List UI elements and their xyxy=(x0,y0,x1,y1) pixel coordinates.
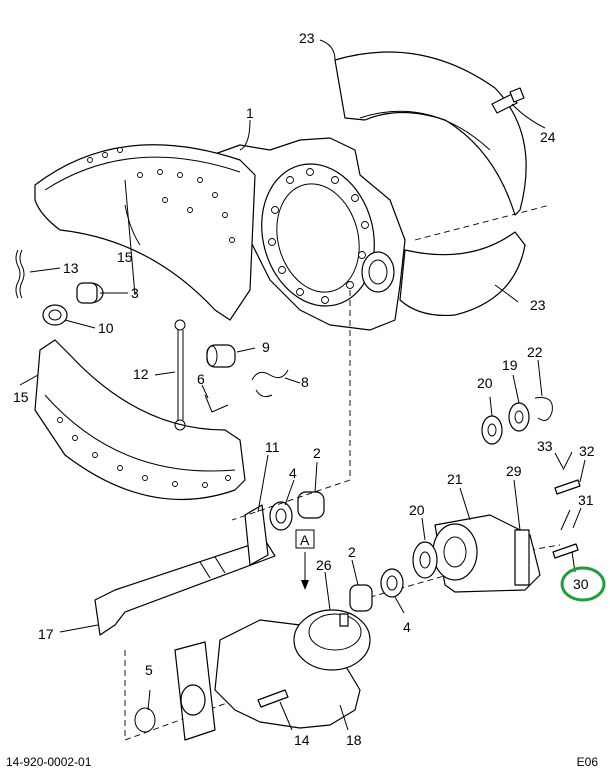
leader-lines xyxy=(19,39,586,731)
callout-4-lower: 4 xyxy=(403,619,411,635)
clevis-pins xyxy=(552,451,581,559)
washer-19 xyxy=(508,402,530,432)
chamber-bracket xyxy=(174,619,361,741)
callout-31: 31 xyxy=(578,492,594,508)
dust-shield xyxy=(334,51,527,317)
return-spring-12 xyxy=(174,319,186,431)
callout-19: 19 xyxy=(502,357,518,373)
lower-shoe-rivet-holes xyxy=(57,417,231,488)
callout-29: 29 xyxy=(506,463,522,479)
callout-30[interactable]: 30 xyxy=(573,576,589,592)
pin-6 xyxy=(204,394,229,413)
callout-24: 24 xyxy=(540,129,556,145)
bushing-2-upper xyxy=(297,491,325,519)
callout-13: 13 xyxy=(63,260,79,276)
callout-23-upper: 23 xyxy=(299,30,315,46)
callout-23-lower: 23 xyxy=(530,297,546,313)
sheet-code: E06 xyxy=(576,755,598,769)
callout-21: 21 xyxy=(447,471,463,487)
view-a-marker: A xyxy=(295,529,315,590)
clip-8 xyxy=(251,369,289,398)
upper-brake-shoe xyxy=(34,144,256,321)
washer-4-upper xyxy=(269,501,293,531)
callout-9: 9 xyxy=(262,339,270,355)
callout-12: 12 xyxy=(133,366,149,382)
camshaft xyxy=(94,539,276,636)
roller-3 xyxy=(76,282,104,304)
callout-8: 8 xyxy=(301,374,309,390)
snap-ring-22 xyxy=(534,397,553,421)
snap-ring xyxy=(134,707,156,733)
callout-2-lower: 2 xyxy=(348,544,356,560)
callout-15-lower: 15 xyxy=(13,389,29,405)
washer-4-lower xyxy=(380,568,404,598)
callout-3: 3 xyxy=(131,285,139,301)
callout-22: 22 xyxy=(527,344,543,360)
callout-10: 10 xyxy=(98,320,114,336)
callout-11: 11 xyxy=(265,439,280,455)
callout-18: 18 xyxy=(346,732,362,748)
callout-1: 1 xyxy=(246,105,254,121)
callout-30-highlight-ring xyxy=(560,566,606,602)
washer-20-upper xyxy=(481,415,503,445)
slack-adjuster xyxy=(432,514,541,593)
callout-20-lower: 20 xyxy=(409,502,425,518)
callout-32: 32 xyxy=(579,443,595,459)
callout-26: 26 xyxy=(316,557,332,573)
callout-4-upper: 4 xyxy=(289,465,297,481)
mounting-bolt xyxy=(257,689,289,708)
camshaft-bracket xyxy=(244,504,269,566)
callout-33: 33 xyxy=(537,438,553,454)
retaining-spring xyxy=(15,249,25,299)
brake-spider xyxy=(207,137,406,331)
callout-2-upper: 2 xyxy=(313,445,321,461)
bushing-9 xyxy=(206,344,236,368)
callout-numbers: 23 24 1 15 13 3 10 9 12 6 8 23 15 11 2 4… xyxy=(13,30,606,748)
upper-shoe-rivet-holes xyxy=(87,147,235,243)
callout-5: 5 xyxy=(145,662,153,678)
callout-20-upper: 20 xyxy=(477,375,493,391)
washer-20-lower xyxy=(412,541,438,579)
callout-6: 6 xyxy=(197,371,205,387)
shield-bolt xyxy=(491,87,525,114)
brake-chamber xyxy=(293,609,371,671)
drawing-number: 14-920-0002-01 xyxy=(6,755,92,769)
callout-15-upper: 15 xyxy=(117,249,133,265)
callout-17: 17 xyxy=(38,626,54,642)
callout-14: 14 xyxy=(294,732,310,748)
view-a-label: A xyxy=(300,532,310,548)
bushing-2-lower xyxy=(349,584,373,612)
lower-brake-shoe xyxy=(34,339,246,500)
roller-10 xyxy=(42,304,68,326)
